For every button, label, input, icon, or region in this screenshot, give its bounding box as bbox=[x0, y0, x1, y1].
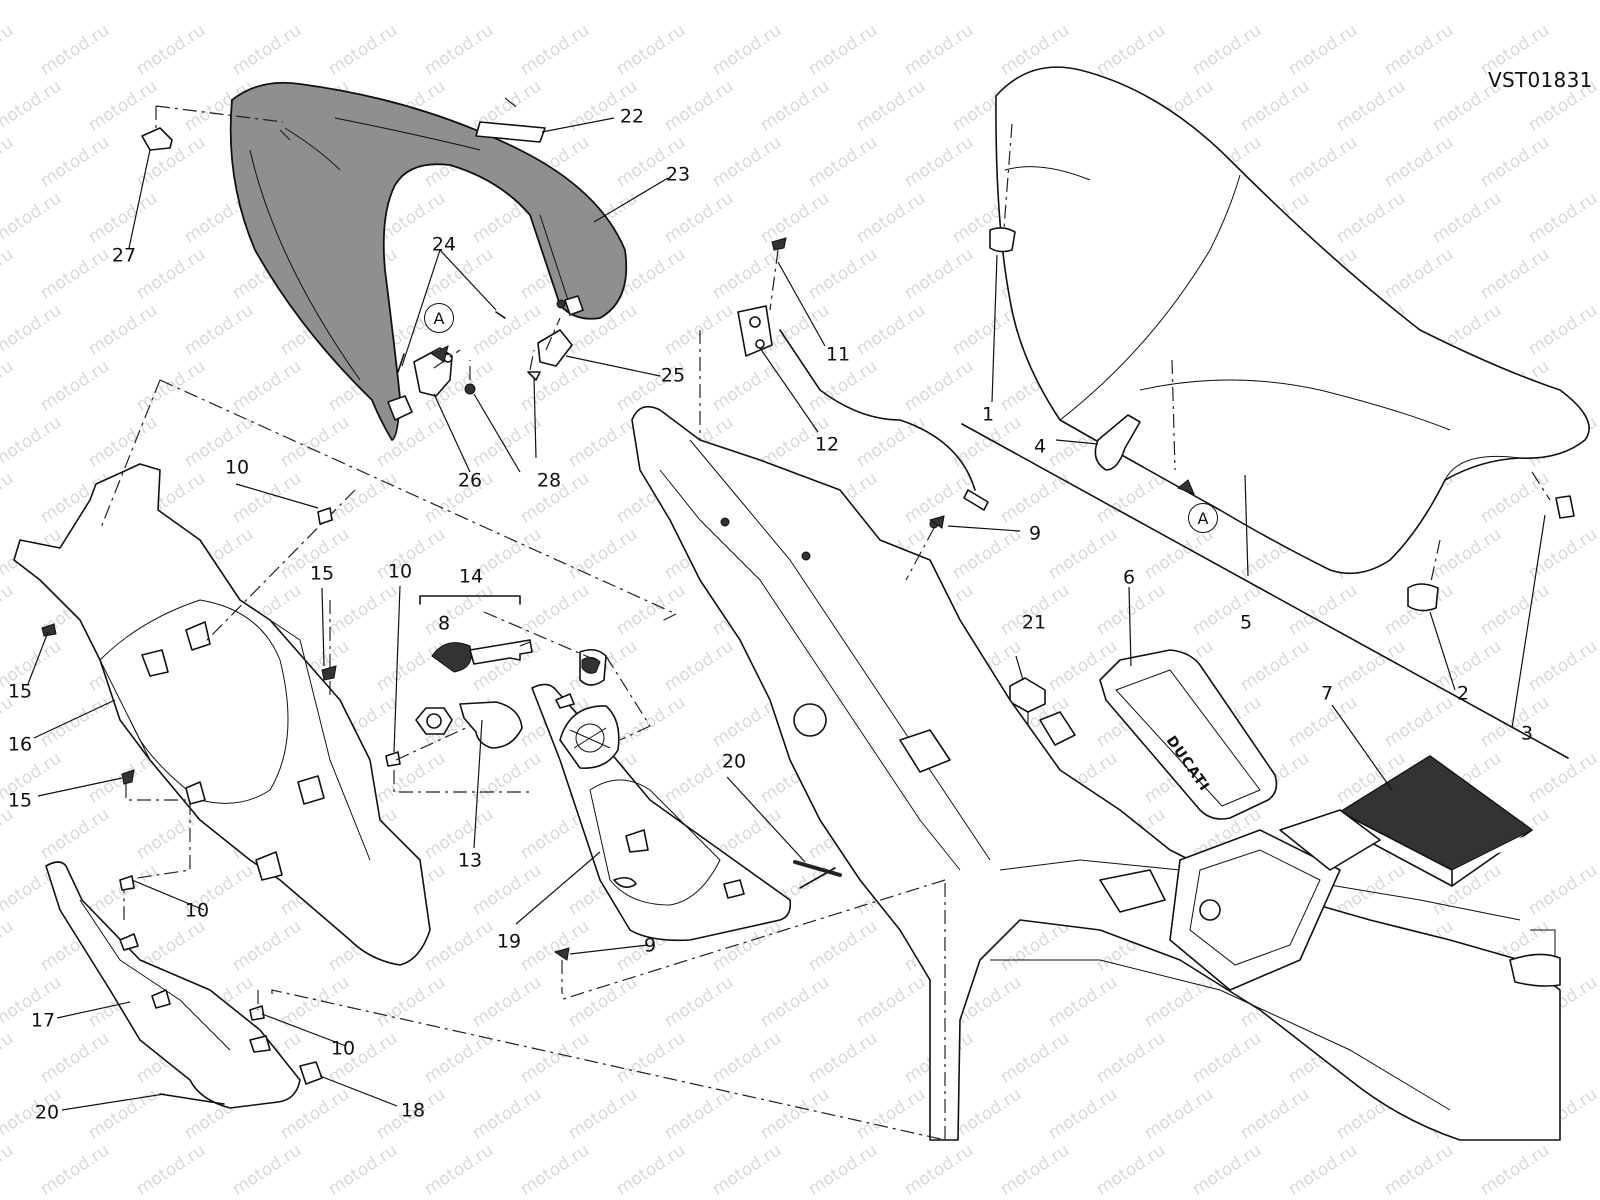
ref-label: 22 bbox=[619, 105, 645, 128]
ref-label: 6 bbox=[1122, 566, 1136, 589]
ref-label: 14 bbox=[458, 565, 484, 588]
screw bbox=[553, 947, 570, 961]
rubber-pad bbox=[141, 127, 173, 151]
ref-label: 10 bbox=[330, 1037, 356, 1060]
seal-strip bbox=[475, 121, 546, 143]
ref-label: 1 bbox=[981, 403, 995, 426]
ref-label: 9 bbox=[1028, 522, 1042, 545]
ref-label: 26 bbox=[457, 469, 483, 492]
storage-compartment: DUCATI bbox=[1099, 649, 1278, 820]
owners-manual bbox=[1338, 755, 1533, 887]
seat-cowl bbox=[229, 81, 628, 441]
ref-label: 25 bbox=[660, 364, 686, 387]
seat-divider-line bbox=[961, 423, 1569, 759]
ref-label: 8 bbox=[437, 612, 451, 635]
seat-hook bbox=[1094, 414, 1141, 471]
seat-lock-cable bbox=[737, 237, 989, 511]
ref-label: 24 bbox=[431, 233, 457, 256]
ref-label: 9 bbox=[643, 934, 657, 957]
drawing-code: VST01831 bbox=[1488, 68, 1593, 92]
view-callout-a: A bbox=[424, 303, 454, 333]
ref-label: 27 bbox=[111, 244, 137, 267]
ref-label: 2 bbox=[1456, 682, 1470, 705]
seat-rubber bbox=[1407, 583, 1439, 612]
ref-label: 16 bbox=[7, 733, 33, 756]
ref-label: 28 bbox=[536, 469, 562, 492]
ref-label: 17 bbox=[30, 1009, 56, 1032]
rear-subframe bbox=[631, 405, 1561, 1141]
seat-rubber bbox=[989, 227, 1016, 253]
ignition-switch bbox=[559, 705, 620, 769]
ref-label: 21 bbox=[1021, 611, 1047, 634]
ref-label: 4 bbox=[1033, 435, 1047, 458]
lower-trim bbox=[45, 861, 301, 1109]
spring-washer bbox=[459, 701, 523, 749]
ref-label: 20 bbox=[721, 750, 747, 773]
ref-label: 3 bbox=[1520, 722, 1534, 745]
rubber-pad bbox=[299, 1061, 323, 1085]
ignition-key bbox=[431, 639, 533, 673]
ref-label: 20 bbox=[34, 1101, 60, 1124]
screw bbox=[928, 515, 945, 529]
ref-label: 7 bbox=[1320, 682, 1334, 705]
ref-label: 10 bbox=[184, 899, 210, 922]
clip bbox=[537, 329, 573, 367]
ref-label: 12 bbox=[814, 433, 840, 456]
ref-label: 15 bbox=[7, 789, 33, 812]
view-callout-a: A bbox=[1188, 503, 1218, 533]
leader-lines bbox=[27, 117, 1546, 1111]
ref-label: 10 bbox=[224, 456, 250, 479]
ref-label: 10 bbox=[387, 560, 413, 583]
ref-label: 5 bbox=[1239, 611, 1253, 634]
ref-label: 15 bbox=[7, 680, 33, 703]
ref-label: 23 bbox=[665, 163, 691, 186]
rider-seat bbox=[995, 66, 1590, 575]
ref-label: 15 bbox=[309, 562, 335, 585]
ref-label: 13 bbox=[457, 849, 483, 872]
ref-label: 19 bbox=[496, 930, 522, 953]
ref-label: 18 bbox=[400, 1099, 426, 1122]
ref-label: 11 bbox=[825, 343, 851, 366]
left-side-panel bbox=[13, 463, 431, 966]
